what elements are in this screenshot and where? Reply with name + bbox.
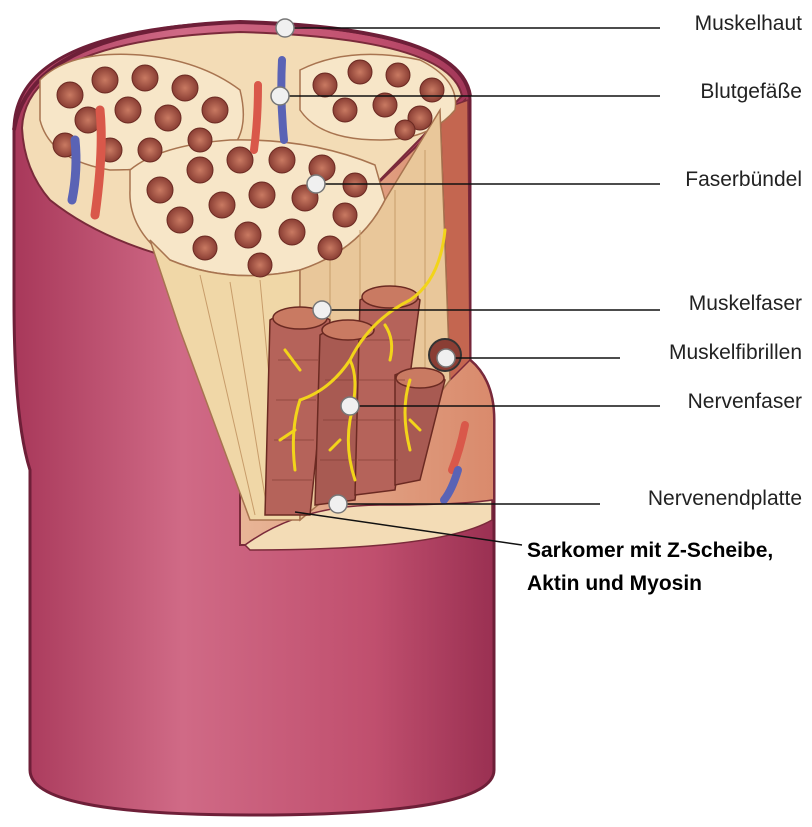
label-sarkomer-line2: Aktin und Myosin [527,567,702,600]
label-blutgefaesse: Blutgefäße [700,80,802,104]
label-nervenfaser: Nervenfaser [688,390,802,414]
label-muskelhaut: Muskelhaut [695,12,802,36]
label-sarkomer-line1: Sarkomer mit Z-Scheibe, [527,534,773,567]
label-faserbuendel: Faserbündel [685,168,802,192]
label-nervenendplatte: Nervenendplatte [648,487,802,511]
label-muskelfibrillen: Muskelfibrillen [669,341,802,365]
label-muskelfaser: Muskelfaser [689,292,802,316]
